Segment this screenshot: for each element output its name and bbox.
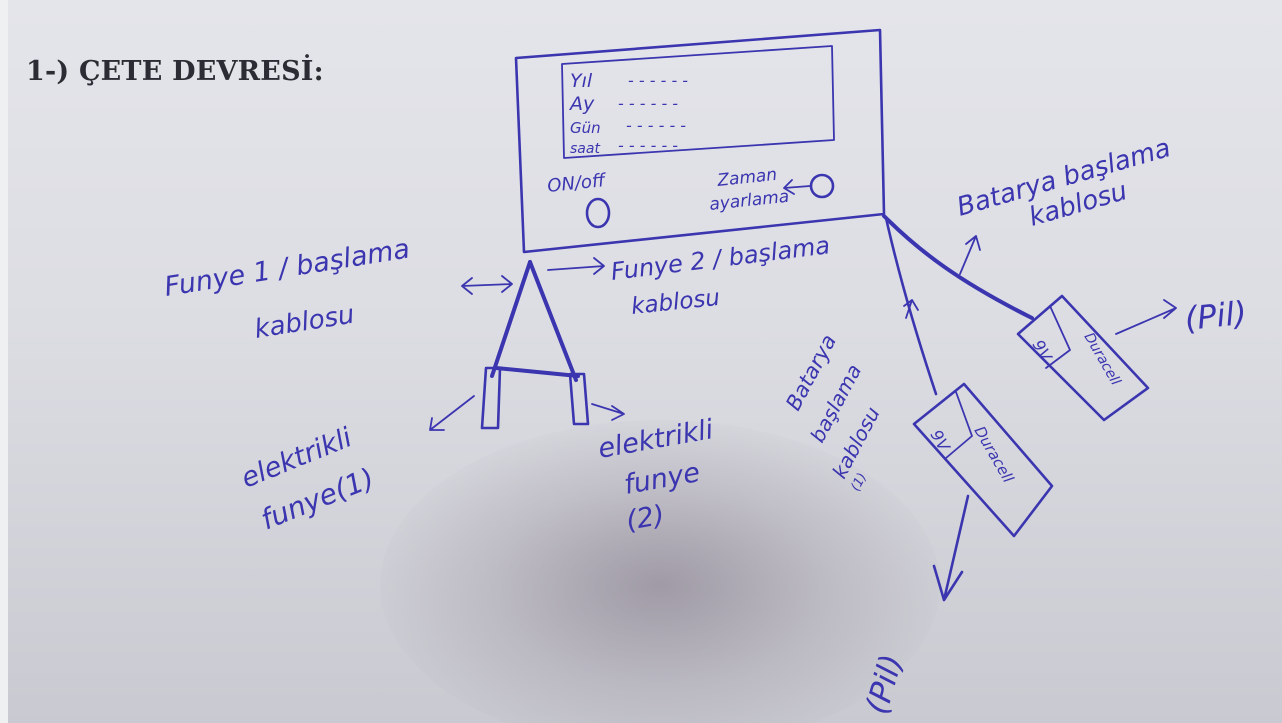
pil-bottom-label: (Pil): [859, 651, 910, 719]
power-switch-icon: [585, 197, 611, 229]
fuse1-arrow-icon: [429, 395, 475, 431]
page-heading: 1-) ÇETE DEVRESİ:: [26, 56, 324, 87]
display-line-day: Gün: [570, 119, 601, 137]
battery-top-divider: [1045, 305, 1071, 369]
fuse2-label-line3: (2): [624, 500, 667, 537]
fuse1-cable-arrow-icon: [461, 275, 513, 295]
timer-arrow-icon: [783, 179, 811, 195]
battery-top-body: [1016, 294, 1150, 422]
battery-mid-divider: [945, 391, 973, 459]
fuse2-label-line2: funye: [622, 457, 703, 501]
pil-right-arrow-icon: [1115, 299, 1177, 335]
display-dots-month: - - - - - -: [618, 94, 678, 113]
fuse-wiring: [429, 257, 625, 431]
battery-wiring: 9V Duracell 9V Duracell: [882, 214, 1177, 602]
battery-mid-voltage: 9V: [927, 427, 955, 456]
fuse-crossbar: [494, 366, 580, 378]
timer-knob-label-2: ayarlama: [708, 187, 790, 215]
battery-mid-arrow-icon: [903, 299, 919, 319]
battery-top-wire: [882, 214, 1034, 320]
fuse2-wire: [528, 260, 578, 382]
display-screen: [561, 45, 835, 159]
fuse2-arrow-icon: [591, 403, 625, 421]
battery-mid-brand: Duracell: [971, 423, 1018, 487]
fuse1-body: [480, 366, 502, 430]
battery-top-arrow-icon: [959, 235, 981, 275]
display-dots-day: - - - - - -: [626, 116, 686, 135]
fuse1-cable-label-line2: kablosu: [252, 300, 356, 345]
timer-knob-label-1: Zaman: [715, 165, 778, 191]
power-switch-label: ON/off: [546, 170, 608, 197]
display-line-hour: saat: [570, 141, 600, 157]
battery-mid-body: [912, 382, 1054, 538]
pil-right-label: (Pil): [1183, 294, 1249, 338]
display-line-month: Ay: [568, 93, 595, 115]
display-line-year: Yıl: [570, 70, 593, 92]
fuse2-label-line1: elektrikli: [596, 414, 716, 465]
display-dots-year: - - - - - -: [628, 71, 688, 90]
timer-device: Yıl Ay Gün saat - - - - - - - - - - - - …: [514, 28, 886, 254]
battery-mid-wire: [884, 216, 938, 396]
fuse2-cable-label-line2: kablosu: [630, 285, 721, 320]
photo-edge: [0, 0, 8, 723]
pil-bottom-arrow-icon: [932, 494, 970, 602]
fuse1-cable-label-line1: Funye 1 / başlama: [162, 234, 412, 303]
battery-top-voltage: 9V: [1029, 337, 1057, 366]
fuse1-wire: [490, 260, 532, 378]
fuse2-body: [568, 372, 590, 426]
timer-knob-icon: [809, 173, 835, 199]
display-dots-hour: - - - - - -: [618, 136, 678, 155]
fuse2-cable-arrow-icon: [547, 257, 605, 275]
